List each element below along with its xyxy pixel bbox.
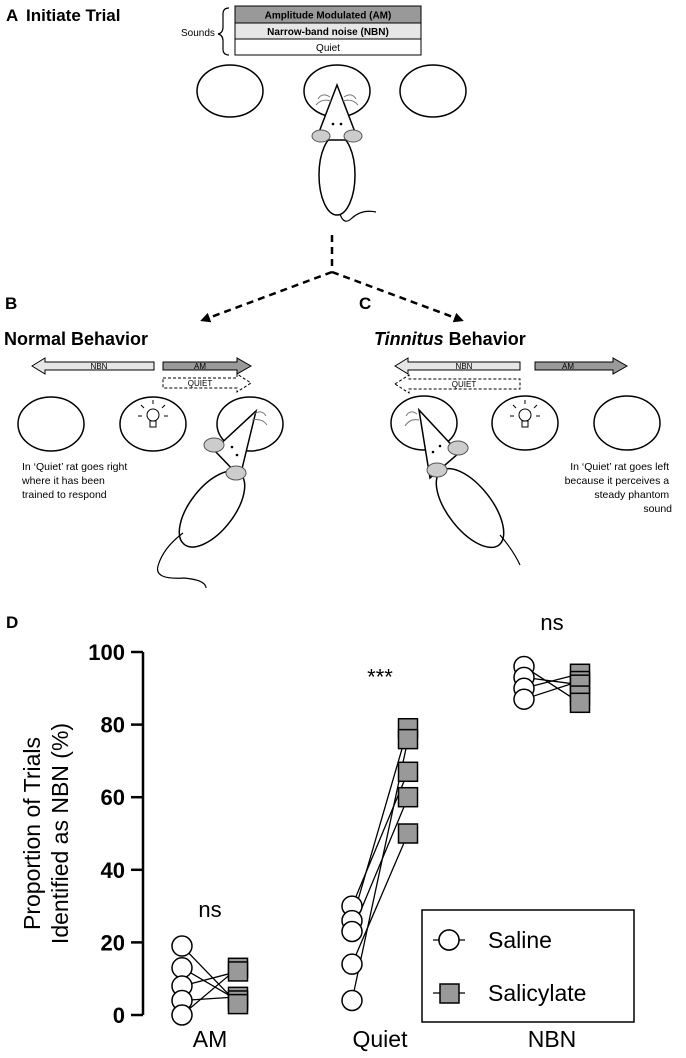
y-tick-label: 80 bbox=[101, 713, 125, 738]
panel-b-letter: B bbox=[5, 294, 17, 313]
lightbulb-icon bbox=[138, 400, 168, 428]
x-tick-label: NBN bbox=[528, 1026, 577, 1052]
y-tick-label: 0 bbox=[113, 1003, 125, 1028]
y-tick-label: 100 bbox=[88, 640, 125, 665]
sound-option-nbn-label: Narrow-band noise (NBN) bbox=[267, 27, 389, 38]
sounds-brace bbox=[217, 7, 230, 56]
salicylate-point bbox=[397, 728, 419, 750]
significance-label: ns bbox=[198, 897, 221, 922]
y-axis-label: Identified as NBN (%) bbox=[47, 723, 73, 944]
saline-point bbox=[171, 957, 193, 979]
rat-icon bbox=[404, 407, 521, 566]
rat-icon bbox=[156, 408, 268, 589]
legend-salicylate-label: Salicylate bbox=[488, 980, 586, 1006]
pair-line bbox=[351, 728, 409, 921]
significance-label: ns bbox=[540, 610, 563, 635]
saline-point bbox=[341, 920, 363, 943]
port-left bbox=[196, 64, 264, 118]
quiet-arrow-left bbox=[394, 374, 521, 394]
panel-d-letter: D bbox=[6, 613, 18, 632]
salicylate-point bbox=[227, 961, 249, 982]
panel-b-title: Normal Behavior bbox=[4, 329, 148, 349]
saline-point bbox=[341, 989, 363, 1012]
pair-line bbox=[351, 738, 409, 1001]
rat-icon bbox=[311, 82, 377, 222]
salicylate-point bbox=[569, 692, 591, 714]
salicylate-point bbox=[227, 993, 249, 1015]
legend-salicylate-marker bbox=[439, 983, 460, 1004]
panel-a-letter: A bbox=[6, 6, 18, 25]
nbn-arrow-left bbox=[31, 357, 155, 375]
y-axis-label: Proportion of Trials bbox=[19, 737, 45, 930]
port-right bbox=[399, 64, 467, 118]
panel-a-title: Initiate Trial bbox=[26, 6, 120, 25]
quiet-arrow-label: QUIET bbox=[452, 380, 477, 389]
port-right bbox=[593, 395, 661, 451]
salicylate-point bbox=[397, 786, 419, 808]
sounds-label: Sounds bbox=[181, 28, 215, 39]
y-tick-label: 40 bbox=[101, 858, 125, 883]
y-tick-label: 20 bbox=[101, 930, 125, 955]
x-tick-label: AM bbox=[193, 1026, 228, 1052]
nbn-arrow-left bbox=[394, 357, 521, 375]
lightbulb-icon bbox=[510, 400, 540, 428]
saline-point bbox=[171, 935, 193, 957]
saline-point bbox=[513, 688, 535, 710]
sound-option-quiet-label: Quiet bbox=[316, 43, 340, 54]
am-arrow-label: AM bbox=[194, 362, 206, 371]
nbn-arrow-label: NBN bbox=[456, 362, 473, 371]
salicylate-point bbox=[397, 761, 419, 783]
am-arrow-label: AM bbox=[562, 362, 574, 371]
sound-option-quiet bbox=[234, 38, 422, 56]
panel-c-caption: In ‘Quiet’ rat goes left because it perc… bbox=[565, 461, 673, 515]
sound-option-am-label: Amplitude Modulated (AM) bbox=[265, 11, 392, 22]
salicylate-point bbox=[397, 823, 419, 844]
am-arrow-right bbox=[162, 357, 253, 375]
arrow-to-tinnitus bbox=[331, 270, 464, 323]
significance-label: *** bbox=[367, 665, 393, 690]
nbn-arrow-label: NBN bbox=[91, 362, 108, 371]
y-tick-label: 60 bbox=[101, 785, 125, 810]
x-tick-label: Quiet bbox=[353, 1026, 409, 1052]
am-arrow-right bbox=[534, 357, 629, 375]
saline-point bbox=[171, 1004, 193, 1026]
panel-a: A Initiate Trial Sounds Amplitude Modula… bbox=[6, 5, 467, 323]
legend-saline-label: Saline bbox=[488, 927, 552, 953]
panel-c-letter: C bbox=[359, 294, 371, 313]
legend-saline-marker-top bbox=[438, 929, 460, 951]
panel-b-caption: In ‘Quiet’ rat goes right where it has b… bbox=[21, 461, 130, 501]
panel-c-title: Tinnitus Behavior bbox=[374, 329, 526, 349]
pair-line bbox=[351, 833, 409, 965]
port-left bbox=[17, 396, 85, 452]
panel-b: B Normal Behavior NBN AM QUIET In ‘Quiet… bbox=[4, 294, 284, 589]
saline-point bbox=[341, 953, 363, 975]
arrow-to-normal bbox=[200, 270, 333, 323]
quiet-arrow-label: QUIET bbox=[188, 379, 213, 388]
panel-c: C Tinnitus Behavior NBN AM QUIET In ‘Qui… bbox=[359, 294, 673, 566]
quiet-arrow-right bbox=[162, 373, 252, 393]
